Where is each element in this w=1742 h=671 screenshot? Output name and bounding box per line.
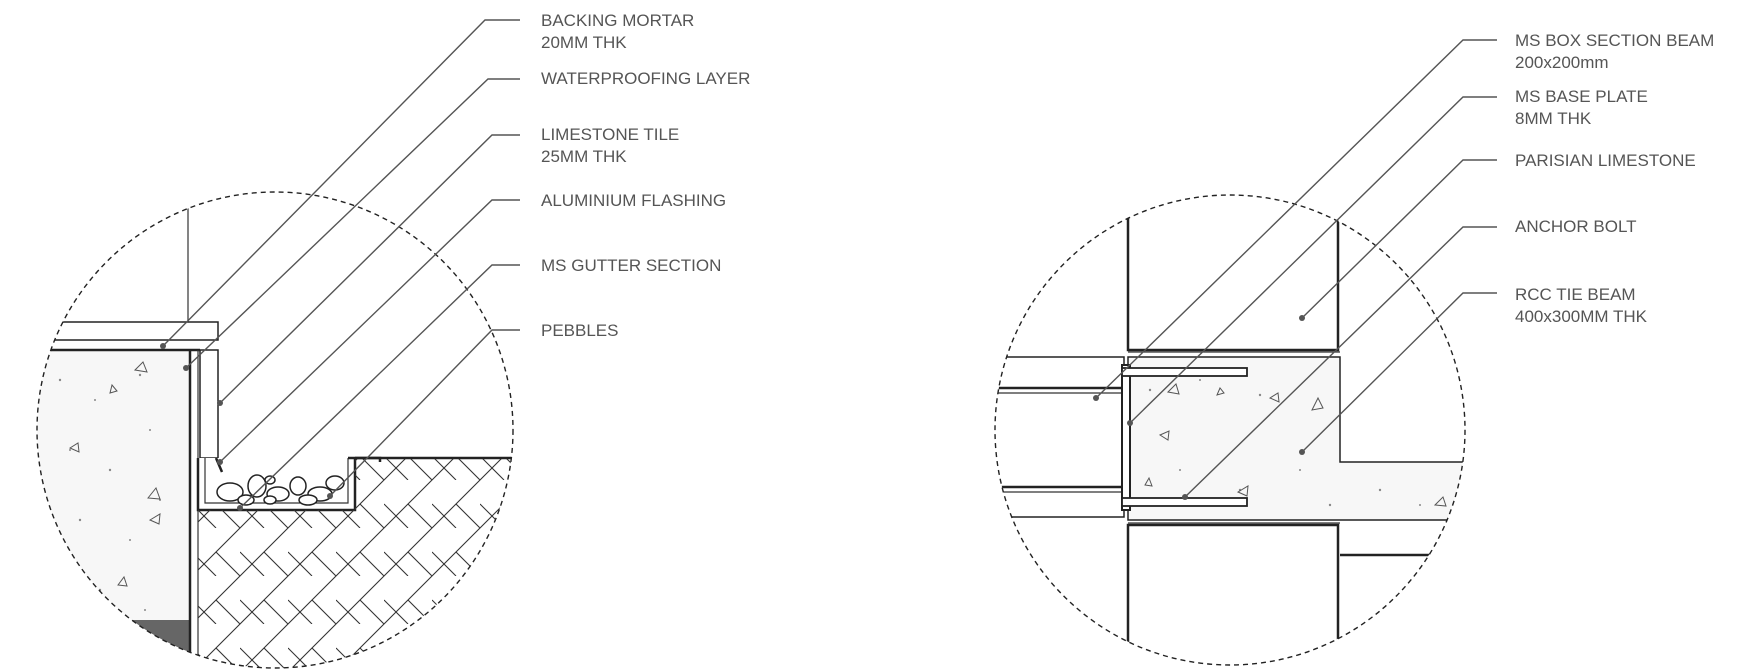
gutter-detail-linework: [37, 200, 513, 668]
callout-text: 20MM THK: [541, 33, 627, 52]
beam-detail-linework: [995, 195, 1465, 665]
callout-text: MS GUTTER SECTION: [541, 256, 721, 275]
detail-boundary-circle: [36, 191, 514, 669]
callout-text: ANCHOR BOLT: [1515, 217, 1637, 236]
aggregate-triangles: [68, 361, 161, 587]
callout-text: RCC TIE BEAM: [1515, 285, 1636, 304]
limestone-tile-cladding: [199, 349, 219, 459]
ms-base-plate-shape: [1121, 364, 1131, 511]
callout-text: PARISIAN LIMESTONE: [1515, 151, 1696, 170]
callout-pebbles: PEBBLES: [327, 321, 619, 499]
callout-text: 8MM THK: [1515, 109, 1592, 128]
rcc-aggregate: [1144, 383, 1447, 507]
gutter-detail: BACKING MORTAR 20MM THK WATERPROOFING LAY…: [36, 11, 750, 669]
callout-backing-mortar: BACKING MORTAR 20MM THK: [160, 11, 694, 349]
parisian-limestone-lower: [1126, 523, 1340, 665]
detail-boundary-circle: [994, 194, 1466, 666]
beam-detail: MS BOX SECTION BEAM 200x200mm MS BASE PLA…: [994, 31, 1714, 666]
callout-limestone-tile: LIMESTONE TILE 25MM THK: [217, 125, 679, 406]
callout-text: PEBBLES: [541, 321, 619, 340]
callout-text: 25MM THK: [541, 147, 627, 166]
callout-text: 200x200mm: [1515, 53, 1609, 72]
callout-parisian-limestone: PARISIAN LIMESTONE: [1299, 151, 1696, 321]
callout-ms-gutter-section: MS GUTTER SECTION: [237, 256, 721, 511]
rcc-tie-beam-body: [1127, 356, 1465, 521]
coping-slab: [37, 321, 219, 341]
callout-text: MS BASE PLATE: [1515, 87, 1648, 106]
callout-text: 400x300MM THK: [1515, 307, 1648, 326]
dark-infill-block: [110, 620, 190, 668]
ms-box-beam: [995, 356, 1125, 518]
callout-waterproofing-layer: WATERPROOFING LAYER: [183, 69, 750, 371]
callout-text: BACKING MORTAR: [541, 11, 694, 30]
callout-aluminium-flashing: ALUMINIUM FLASHING: [217, 191, 726, 465]
parisian-limestone-upper: [1126, 195, 1340, 352]
callout-text: LIMESTONE TILE: [541, 125, 679, 144]
callout-ms-box-section-beam: MS BOX SECTION BEAM 200x200mm: [1093, 31, 1714, 401]
callout-text: ALUMINIUM FLASHING: [541, 191, 726, 210]
ms-gutter-inner: [204, 458, 349, 504]
callout-rcc-tie-beam: RCC TIE BEAM 400x300MM THK: [1299, 285, 1648, 455]
pebbles-fill: [216, 474, 345, 506]
callout-text: WATERPROOFING LAYER: [541, 69, 750, 88]
callout-ms-base-plate: MS BASE PLATE 8MM THK: [1127, 87, 1648, 426]
gutter-callouts: BACKING MORTAR 20MM THK WATERPROOFING LAY…: [160, 11, 750, 511]
beam-callouts: MS BOX SECTION BEAM 200x200mm MS BASE PLA…: [1093, 31, 1714, 500]
callout-anchor-bolt: ANCHOR BOLT: [1182, 217, 1637, 500]
callout-text: MS BOX SECTION BEAM: [1515, 31, 1714, 50]
